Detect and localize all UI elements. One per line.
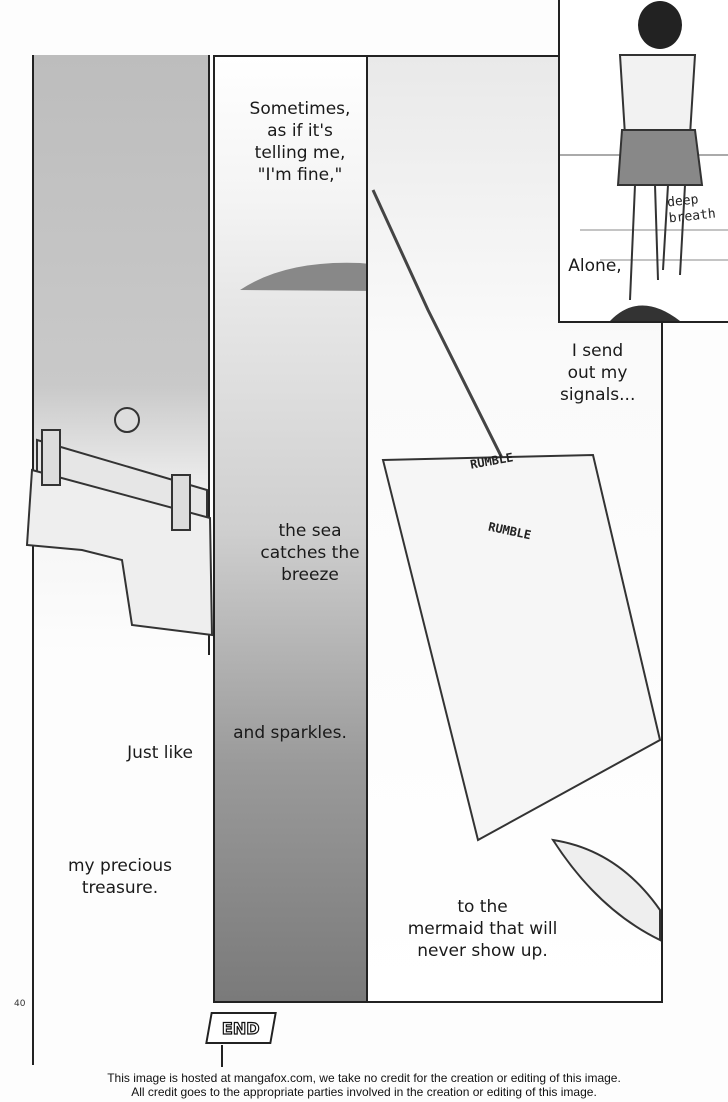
caption-alone: Alone, [568, 256, 622, 276]
horizon-island [240, 262, 381, 291]
girl-illustration [560, 1, 728, 321]
caption-sparkles: and sparkles. [233, 723, 347, 743]
credit-line-1: This image is hosted at mangafox.com, we… [107, 1071, 621, 1085]
page-number: 40 [14, 999, 26, 1009]
shorts-illustration [25, 407, 214, 637]
middle-panel [213, 55, 383, 1003]
caption-sometimes: Sometimes, as if it's telling me, "I'm f… [249, 99, 351, 185]
credit-line-2: All credit goes to the appropriate parti… [131, 1085, 597, 1099]
caption-sea-breeze: the sea catches the breeze [260, 521, 360, 585]
caption-send-signals: I send out my signals... [560, 341, 636, 405]
raft-illustration [371, 189, 661, 942]
end-label-box: END [205, 1012, 277, 1044]
middle-gutter-line [221, 1045, 223, 1067]
caption-just-like: Just like [127, 743, 193, 763]
sfx-deep-breath: deep breath [666, 192, 717, 227]
caption-mermaid: to the mermaid that will never show up. [407, 897, 558, 961]
end-label: END [222, 1018, 261, 1038]
caption-precious-treasure: my precious treasure. [68, 856, 172, 898]
left-border-line [32, 55, 34, 1065]
